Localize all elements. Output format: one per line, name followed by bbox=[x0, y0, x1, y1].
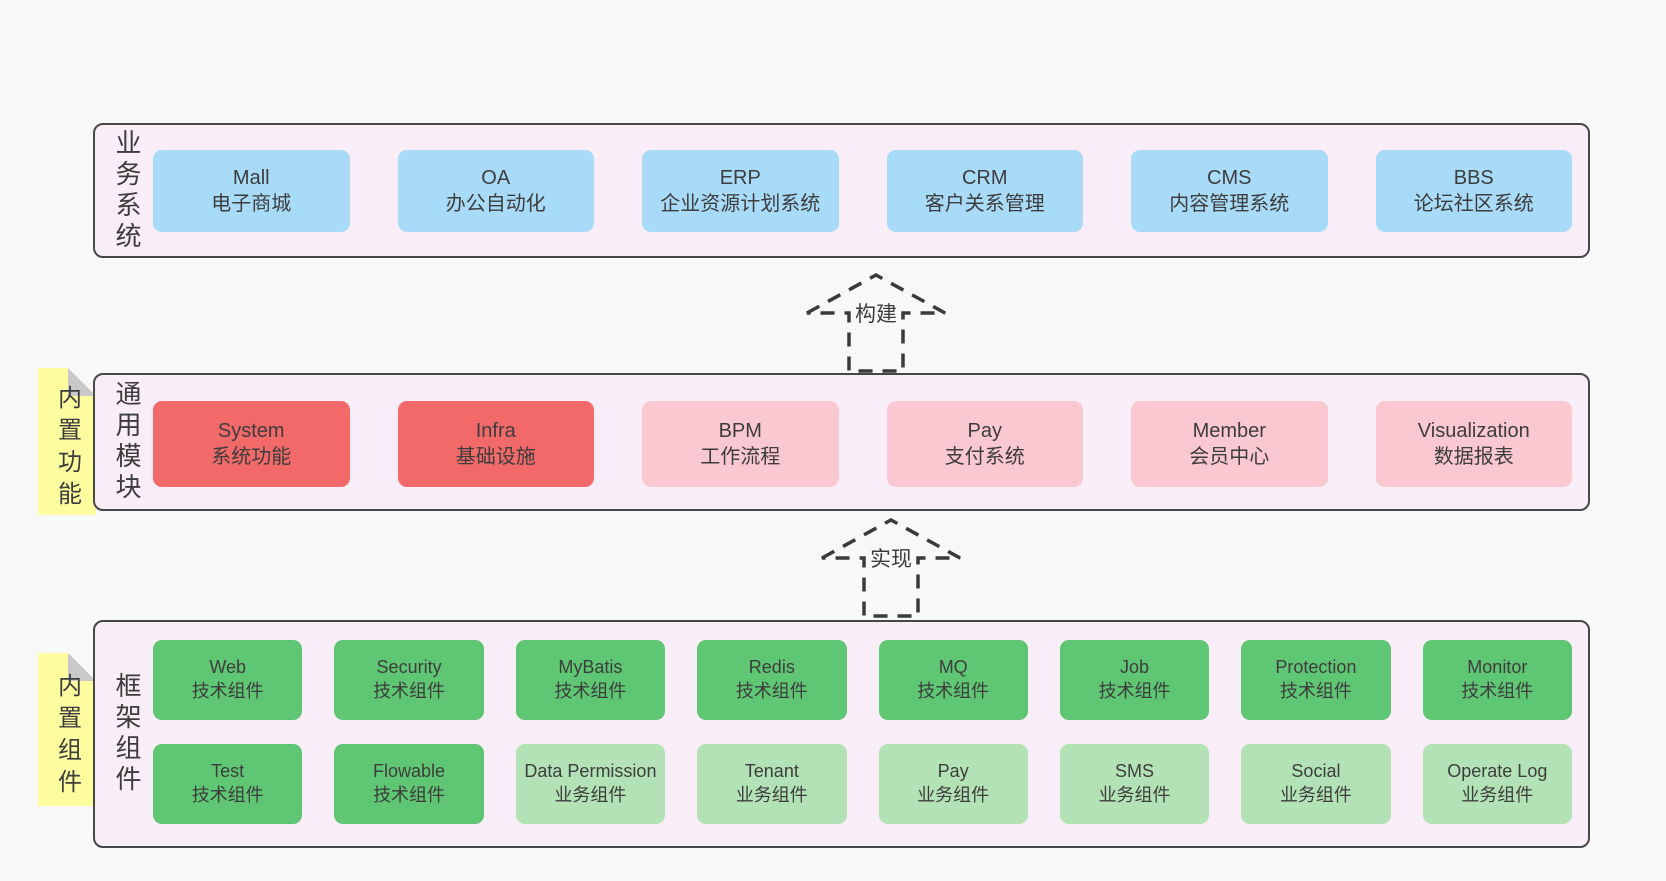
box-pay-module: Pay 支付系统 bbox=[886, 401, 1083, 487]
box-title: Visualization bbox=[1417, 419, 1530, 442]
box-crm: CRM 客户关系管理 bbox=[886, 150, 1083, 232]
box-member: Member 会员中心 bbox=[1131, 401, 1328, 487]
box-web: Web 技术组件 bbox=[153, 640, 303, 720]
box-tenant: Tenant 业务组件 bbox=[697, 744, 847, 824]
box-subtitle: 技术组件 bbox=[1098, 681, 1171, 701]
box-operate-log: Operate Log 业务组件 bbox=[1422, 744, 1572, 824]
box-title: Job bbox=[1120, 657, 1150, 678]
box-title: Mall bbox=[232, 166, 270, 189]
box-title: MyBatis bbox=[558, 657, 623, 678]
box-subtitle: 技术组件 bbox=[735, 681, 808, 701]
box-subtitle: 客户关系管理 bbox=[924, 193, 1045, 215]
box-mq: MQ 技术组件 bbox=[878, 640, 1028, 720]
box-subtitle: 工作流程 bbox=[700, 446, 781, 468]
box-subtitle: 基础设施 bbox=[455, 446, 536, 468]
box-system: System 系统功能 bbox=[153, 401, 350, 487]
implement-arrow-icon bbox=[820, 517, 962, 619]
box-redis: Redis 技术组件 bbox=[697, 640, 847, 720]
box-subtitle: 技术组件 bbox=[1279, 681, 1352, 701]
box-title: Data Permission bbox=[524, 761, 657, 782]
box-subtitle: 业务组件 bbox=[917, 785, 990, 805]
box-flowable: Flowable 技术组件 bbox=[334, 744, 484, 824]
box-monitor: Monitor 技术组件 bbox=[1422, 640, 1572, 720]
box-bpm: BPM 工作流程 bbox=[642, 401, 839, 487]
box-subtitle: 业务组件 bbox=[1098, 785, 1171, 805]
box-title: System bbox=[217, 419, 285, 442]
box-social: Social 业务组件 bbox=[1241, 744, 1391, 824]
box-title: Pay bbox=[937, 761, 969, 782]
box-subtitle: 业务组件 bbox=[1279, 785, 1352, 805]
box-subtitle: 业务组件 bbox=[1461, 785, 1534, 805]
build-arrow-icon bbox=[805, 272, 947, 374]
box-title: Operate Log bbox=[1447, 761, 1548, 782]
sticky-note-text: 内置功能 bbox=[53, 384, 81, 513]
layer-label-business-systems: 业务系统 bbox=[112, 128, 142, 253]
implement-arrow-label: 实现 bbox=[866, 541, 916, 575]
box-subtitle: 系统功能 bbox=[211, 446, 292, 468]
box-title: Redis bbox=[748, 657, 795, 678]
box-title: ERP bbox=[719, 166, 761, 189]
box-title: CMS bbox=[1207, 166, 1252, 189]
box-title: SMS bbox=[1115, 761, 1155, 782]
box-title: Test bbox=[211, 761, 245, 782]
box-data-permission: Data Permission 业务组件 bbox=[515, 744, 666, 824]
box-title: Pay bbox=[967, 419, 1002, 442]
box-title: CRM bbox=[961, 166, 1008, 189]
box-job: Job 技术组件 bbox=[1059, 640, 1210, 720]
build-arrow-label: 构建 bbox=[851, 296, 901, 330]
box-title: Flowable bbox=[373, 761, 446, 782]
box-subtitle: 技术组件 bbox=[373, 785, 446, 805]
box-subtitle: 企业资源计划系统 bbox=[660, 193, 821, 215]
box-subtitle: 数据报表 bbox=[1433, 446, 1514, 468]
box-title: BPM bbox=[718, 419, 762, 442]
box-title: Protection bbox=[1275, 657, 1357, 678]
box-subtitle: 技术组件 bbox=[191, 785, 264, 805]
sticky-note-built-in-components: 内置组件 bbox=[38, 653, 96, 806]
box-subtitle: 技术组件 bbox=[191, 681, 264, 701]
layer-framework-components: 框架组件 Web 技术组件 Security 技术组件 MyBatis 技术组件… bbox=[93, 620, 1590, 848]
box-title: Social bbox=[1291, 761, 1341, 782]
box-subtitle: 论坛社区系统 bbox=[1413, 193, 1534, 215]
box-protection: Protection 技术组件 bbox=[1241, 640, 1391, 720]
box-title: Monitor bbox=[1467, 657, 1528, 678]
box-sms: SMS 业务组件 bbox=[1059, 744, 1210, 824]
box-subtitle: 支付系统 bbox=[944, 446, 1025, 468]
box-oa: OA 办公自动化 bbox=[397, 150, 594, 232]
sticky-note-built-in-features: 内置功能 bbox=[38, 368, 96, 515]
box-subtitle: 技术组件 bbox=[1461, 681, 1534, 701]
box-pay-component: Pay 业务组件 bbox=[878, 744, 1028, 824]
box-title: Member bbox=[1192, 419, 1266, 442]
box-title: OA bbox=[481, 166, 511, 189]
layer-business-systems: 业务系统 Mall 电子商城 OA 办公自动化 ERP 企业资源计划系统 CRM… bbox=[93, 123, 1590, 258]
box-title: Infra bbox=[475, 419, 516, 442]
box-title: MQ bbox=[938, 657, 968, 678]
box-security: Security 技术组件 bbox=[334, 640, 484, 720]
box-title: Web bbox=[209, 657, 247, 678]
box-subtitle: 业务组件 bbox=[554, 785, 627, 805]
box-erp: ERP 企业资源计划系统 bbox=[642, 150, 839, 232]
layer-label-framework-components: 框架组件 bbox=[112, 672, 142, 796]
box-subtitle: 电子商城 bbox=[211, 193, 292, 215]
box-subtitle: 技术组件 bbox=[554, 681, 627, 701]
box-subtitle: 办公自动化 bbox=[445, 193, 546, 215]
box-subtitle: 内容管理系统 bbox=[1169, 193, 1290, 215]
box-test: Test 技术组件 bbox=[153, 744, 303, 824]
box-title: Tenant bbox=[744, 761, 799, 782]
box-mall: Mall 电子商城 bbox=[153, 150, 350, 232]
sticky-note-text: 内置组件 bbox=[53, 672, 81, 801]
layer-common-modules: 通用模块 System 系统功能 Infra 基础设施 BPM 工作流程 Pay… bbox=[93, 373, 1590, 511]
box-title: BBS bbox=[1453, 166, 1494, 189]
box-subtitle: 技术组件 bbox=[917, 681, 990, 701]
box-title: Security bbox=[376, 657, 442, 678]
box-subtitle: 技术组件 bbox=[373, 681, 446, 701]
box-infra: Infra 基础设施 bbox=[397, 401, 594, 487]
box-visualization: Visualization 数据报表 bbox=[1375, 401, 1572, 487]
box-bbs: BBS 论坛社区系统 bbox=[1375, 150, 1572, 232]
box-subtitle: 会员中心 bbox=[1189, 446, 1270, 468]
box-cms: CMS 内容管理系统 bbox=[1131, 150, 1328, 232]
box-mybatis: MyBatis 技术组件 bbox=[515, 640, 666, 720]
layer-label-common-modules: 通用模块 bbox=[112, 380, 142, 504]
box-subtitle: 业务组件 bbox=[735, 785, 808, 805]
